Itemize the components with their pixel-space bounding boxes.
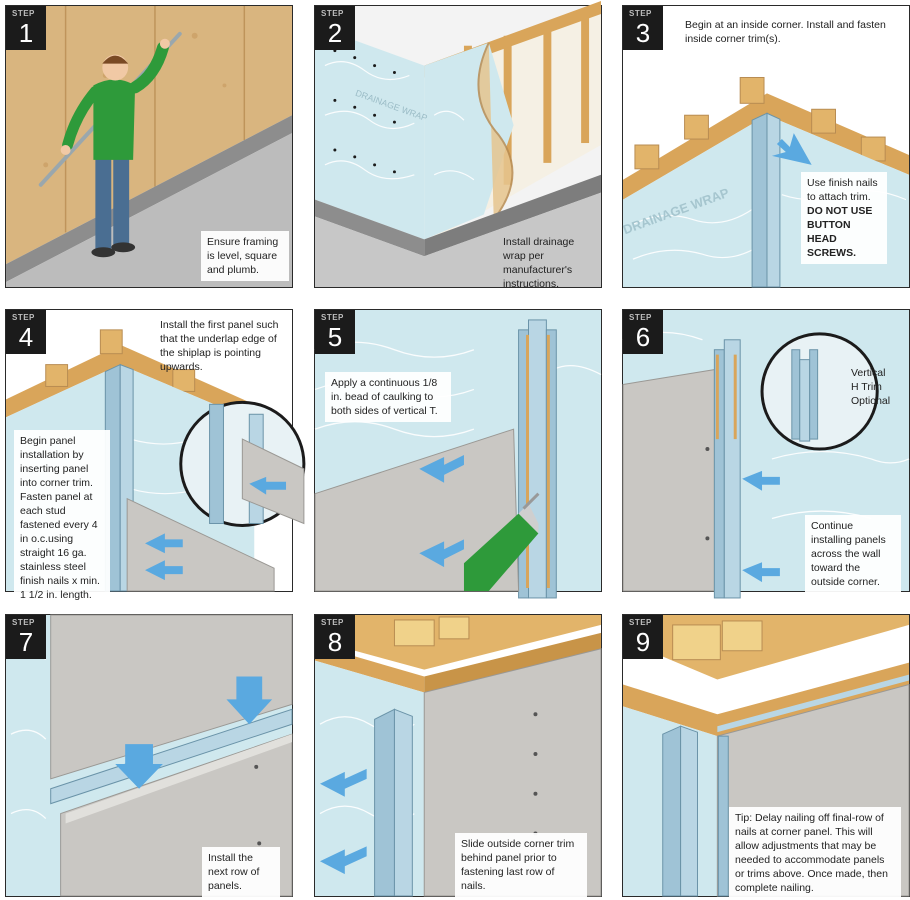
step-1-badge: STEP 1: [6, 6, 46, 50]
step-8-panel: STEP 8 Slide outside corner trim behind …: [314, 614, 602, 897]
step-3-note-box: Use finish nails to attach trim. DO NOT …: [801, 172, 887, 264]
step-1-panel: STEP 1 Ensure framing is level, square a…: [5, 5, 293, 288]
step-4-badge: STEP 4: [6, 310, 46, 354]
step-6-panel: STEP 6 Vertical H Trim Optional Continue…: [622, 309, 910, 599]
step-1-illustration: [6, 6, 292, 287]
step-6-label: STEP: [629, 313, 652, 322]
step-4-side-caption: Begin panel installation by inserting pa…: [14, 430, 110, 606]
step-6-caption: Continue installing panels across the wa…: [805, 515, 901, 593]
step-2-number: 2: [327, 18, 343, 48]
step-5-caption: Apply a continuous 1/8 in. bead of caulk…: [325, 372, 451, 422]
step-9-caption: Tip: Delay nailing off final-row of nail…: [729, 807, 901, 899]
step-3-warning: DO NOT USE BUTTON HEAD SCREWS.: [807, 205, 873, 259]
step-4-label: STEP: [12, 313, 35, 322]
step-3-caption: Begin at an inside corner. Install and f…: [685, 19, 886, 45]
step-3-badge: STEP 3: [623, 6, 663, 50]
step-3-note: Use finish nails to attach trim.: [807, 177, 878, 203]
step-9-badge: STEP 9: [623, 615, 663, 659]
step-5-panel: STEP 5 Apply a continuous 1/8 in. bead o…: [314, 309, 602, 599]
step-2-badge: STEP 2: [315, 6, 355, 50]
step-6-badge: STEP 6: [623, 310, 663, 354]
step-1-number: 1: [18, 18, 34, 48]
step-5-badge: STEP 5: [315, 310, 355, 354]
step-4-panel: STEP 4 Install the first panel such that…: [5, 309, 306, 606]
step-8-caption: Slide outside corner trim behind panel p…: [455, 833, 587, 897]
step-2-panel: DRAINAGE WRAP STEP 2 Install drainage wr…: [314, 1, 602, 290]
step-7-label: STEP: [12, 618, 35, 627]
step-1-label: STEP: [12, 9, 35, 18]
step-2-label: STEP: [321, 9, 344, 18]
step-3-panel: DRAINAGE WRAP STEP 3 Begin at an inside …: [621, 5, 910, 288]
step-7-number: 7: [18, 627, 34, 657]
step-4-caption: Install the first panel such that the un…: [160, 319, 279, 373]
step-5-number: 5: [327, 322, 343, 352]
step-8-badge: STEP 8: [315, 615, 355, 659]
step-9-panel: STEP 9 Tip: Delay nailing off final-row …: [622, 614, 910, 899]
step-1-caption: Ensure framing is level, square and plum…: [201, 231, 289, 281]
step-6-number: 6: [635, 322, 651, 352]
step-3-label: STEP: [629, 9, 652, 18]
step-5-label: STEP: [321, 313, 344, 322]
step-7-badge: STEP 7: [6, 615, 46, 659]
step-7-caption: Install the next row of panels.: [202, 847, 280, 897]
step-7-panel: STEP 7 Install the next row of panels.: [5, 614, 293, 897]
step-2-caption: Install drainage wrap per manufacturer's…: [503, 236, 575, 290]
step-5-illustration: [314, 310, 602, 599]
step-2-illustration: DRAINAGE WRAP: [315, 1, 601, 287]
step-8-number: 8: [327, 627, 343, 657]
step-8-label: STEP: [321, 618, 344, 627]
step-9-number: 9: [635, 627, 651, 657]
step-3-number: 3: [635, 18, 651, 48]
step-9-label: STEP: [629, 618, 652, 627]
step-4-number: 4: [18, 322, 34, 352]
step-6-inset-caption: Vertical H Trim Optional: [851, 367, 891, 407]
